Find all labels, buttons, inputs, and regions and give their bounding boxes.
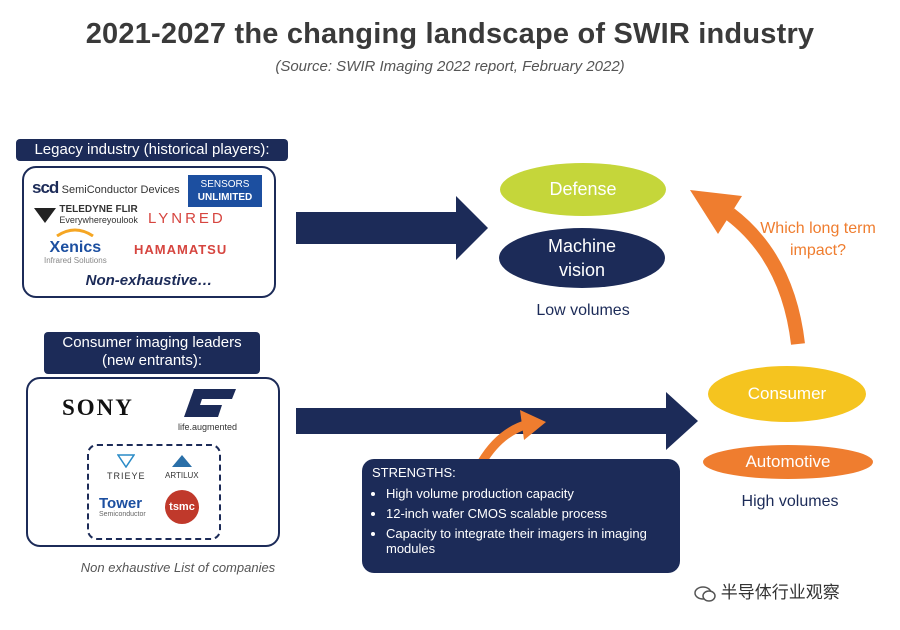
tsmc-logo: tsmc — [165, 490, 199, 524]
xenics-text: Xenics — [49, 239, 102, 256]
xenics-logo: Xenics Infrared Solutions — [44, 226, 107, 265]
scd-name: SemiConductor Devices — [61, 184, 180, 196]
xenics-swoosh-icon — [56, 228, 95, 238]
hamamatsu-logo: HAMAMATSU — [134, 242, 228, 257]
strength-item: 12-inch wafer CMOS scalable process — [386, 506, 670, 521]
legacy-arrow — [296, 196, 488, 260]
legacy-logos-frame: scd SemiConductor Devices SENSORS UNLIMI… — [22, 166, 276, 298]
artilux-mark-icon — [171, 455, 192, 467]
wechat-icon — [694, 585, 716, 602]
strengths-list: High volume production capacity 12-inch … — [372, 486, 670, 556]
strengths-box: STRENGTHS: High volume production capaci… — [362, 459, 680, 573]
consumer-leaders-label: Consumer imaging leaders (new entrants): — [44, 332, 260, 374]
defense-market: Defense — [500, 163, 666, 216]
consumer-non-exhaustive-note: Non exhaustive List of companies — [80, 560, 276, 575]
watermark: 半导体行业观察 — [694, 578, 840, 603]
teledyne-text: TELEDYNE FLIR — [59, 204, 138, 215]
consumer-market: Consumer — [708, 366, 866, 422]
strengths-arrow-head — [520, 410, 546, 440]
scd-logo: scd SemiConductor Devices — [32, 178, 180, 198]
trieye-text: TRIEYE — [107, 471, 146, 481]
machine-vision-market: Machine vision — [499, 228, 665, 288]
tower-logo: Tower Semiconductor — [99, 496, 146, 518]
tower-subtext: Semiconductor — [99, 511, 146, 518]
impact-arrow-head — [690, 190, 742, 234]
trieye-mark-icon — [116, 454, 136, 469]
artilux-text: ARTILUX — [165, 471, 199, 480]
page-subtitle: (Source: SWIR Imaging 2022 report, Febru… — [275, 58, 625, 75]
st-logo: life.augmented — [178, 387, 238, 432]
question-line1: Which long term — [760, 220, 876, 237]
long-term-impact-question: Which long term impact? — [748, 218, 888, 262]
strength-item: High volume production capacity — [386, 486, 670, 501]
new-entrants-dashed-frame: TRIEYE ARTILUX Tower Semiconductor tsmc — [87, 444, 221, 540]
legacy-label: Legacy industry (historical players): — [16, 139, 288, 161]
page-title: 2021-2027 the changing landscape of SWIR… — [85, 18, 815, 50]
unlimited-text: UNLIMITED — [197, 192, 253, 203]
automotive-market: Automotive — [703, 445, 873, 479]
low-volumes-label: Low volumes — [536, 302, 630, 319]
high-volumes-label: High volumes — [741, 493, 839, 510]
strength-item: Capacity to integrate their imagers in i… — [386, 526, 670, 556]
st-mark-icon — [184, 389, 236, 417]
impact-curved-arrow — [725, 208, 805, 345]
tower-text: Tower — [99, 495, 143, 512]
legacy-non-exhaustive-note: Non-exhaustive… — [85, 272, 213, 289]
teledyne-flir-logo: TELEDYNE FLIR Everywhereyoulook — [34, 204, 138, 226]
machine-line2: vision — [558, 260, 606, 280]
scd-mark: scd — [32, 178, 59, 197]
sony-logo: SONY — [62, 395, 134, 420]
xenics-tagline: Infrared Solutions — [44, 256, 107, 265]
machine-line1: Machine — [547, 236, 617, 256]
lynred-logo: LYNRED — [148, 210, 226, 227]
sensors-unlimited-logo: SENSORS UNLIMITED — [188, 175, 262, 207]
strengths-heading: STRENGTHS: — [372, 465, 456, 480]
consumer-logos-frame: SONY life.augmented — [26, 377, 280, 547]
teledyne-tagline: Everywhereyoulook — [59, 215, 138, 225]
artilux-logo: ARTILUX — [165, 454, 199, 480]
watermark-text: 半导体行业观察 — [720, 583, 840, 602]
question-line2: impact? — [789, 242, 847, 259]
teledyne-mark-icon — [34, 208, 56, 223]
consumer-label-line2: (new entrants): — [101, 352, 203, 369]
trieye-logo: TRIEYE — [107, 454, 146, 481]
st-tagline: life.augmented — [178, 422, 238, 432]
consumer-label-line1: Consumer imaging leaders — [62, 334, 242, 351]
consumer-arrow — [296, 392, 698, 450]
sensors-text: SENSORS — [200, 179, 250, 190]
